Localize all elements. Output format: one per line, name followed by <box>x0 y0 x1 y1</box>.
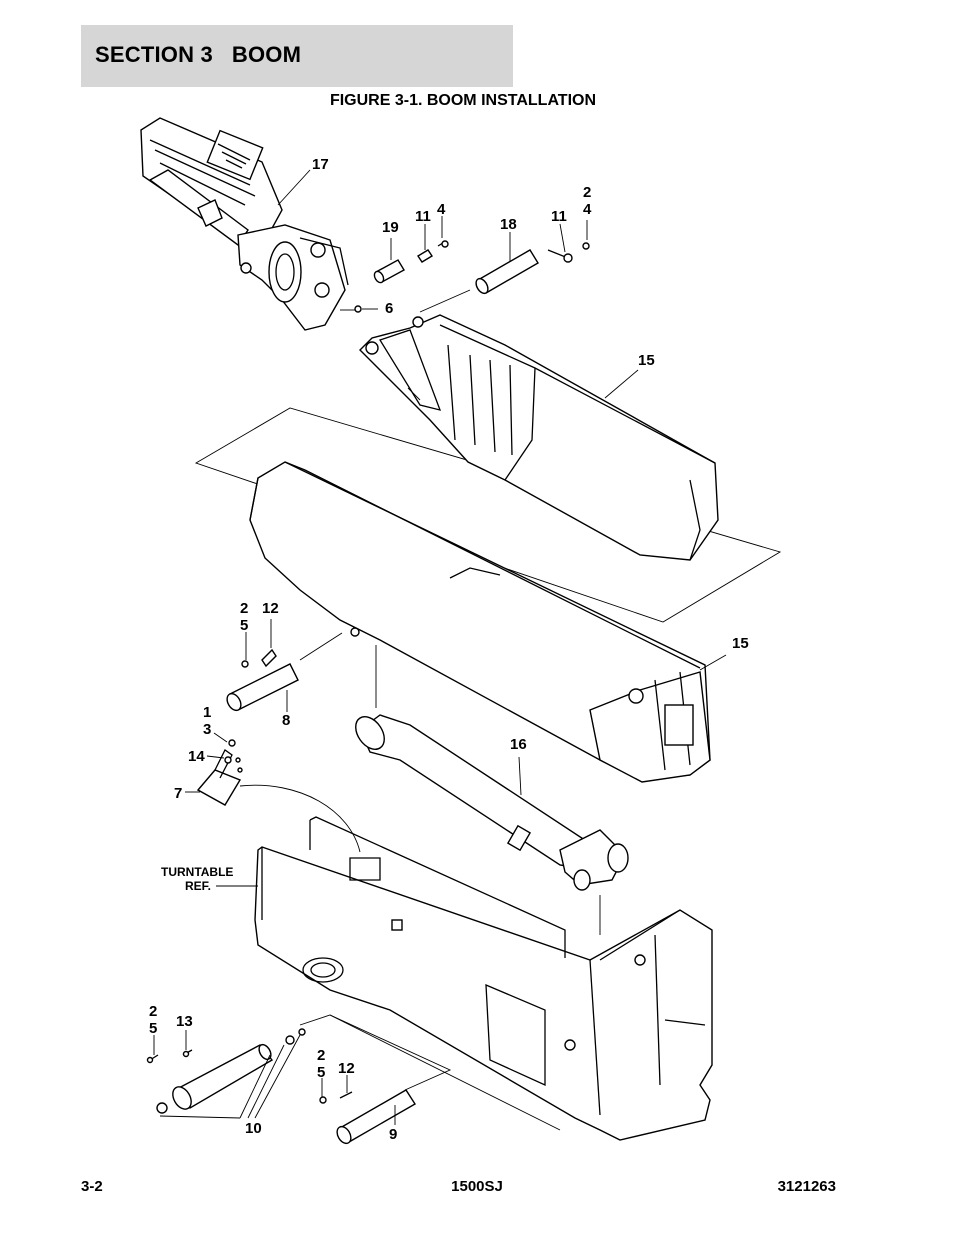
footer-doc-number: 3121263 <box>777 1178 836 1195</box>
callout-labels: 17 2 4 11 4 19 18 11 6 15 2 12 5 15 1 3 … <box>149 156 749 1143</box>
boom-section-15-lower <box>249 461 727 783</box>
bracket-7 <box>196 739 243 806</box>
lower-reference-plane <box>299 1014 561 1131</box>
callout-4-top-left: 4 <box>437 201 446 218</box>
callout-15-upper: 15 <box>638 352 655 369</box>
callout-19: 19 <box>382 219 399 236</box>
callout-3: 3 <box>203 721 211 738</box>
boom-section-15-upper <box>359 289 719 561</box>
callout-12-mid: 12 <box>262 600 279 617</box>
callout-15-lower: 15 <box>732 635 749 652</box>
callout-13: 13 <box>176 1013 193 1030</box>
section-title: SECTION 3 BOOM <box>95 42 302 67</box>
callout-7: 7 <box>174 785 182 802</box>
callout-14: 14 <box>188 748 205 765</box>
pin-19 <box>373 259 405 284</box>
callout-5-lower-mid: 5 <box>317 1064 325 1081</box>
footer-page-number: 3-2 <box>81 1178 103 1195</box>
callout-8: 8 <box>282 712 290 729</box>
callout-2-lower-mid: 2 <box>317 1047 325 1064</box>
callout-10: 10 <box>245 1120 262 1137</box>
footer-model: 1500SJ <box>451 1178 503 1195</box>
callout-12-lower: 12 <box>338 1060 355 1077</box>
pin-8 <box>226 648 299 712</box>
callout-turntable: TURNTABLE <box>161 865 233 879</box>
callout-6: 6 <box>385 300 393 317</box>
jib-assembly <box>140 117 349 331</box>
callout-turntable-ref: REF. <box>185 879 211 893</box>
callout-17: 17 <box>312 156 329 173</box>
master-cylinder-10 <box>146 1028 306 1114</box>
callout-5-lower-left: 5 <box>149 1020 157 1037</box>
callout-5-mid: 5 <box>240 617 248 634</box>
callout-2-top: 2 <box>583 184 591 201</box>
callout-2-mid: 2 <box>240 600 248 617</box>
section-header: SECTION 3 BOOM <box>81 25 513 87</box>
callout-11-left: 11 <box>415 208 431 225</box>
callout-9: 9 <box>389 1126 397 1143</box>
lift-cylinder-16 <box>355 714 629 891</box>
figure-title: FIGURE 3-1. BOOM INSTALLATION <box>329 92 597 109</box>
callout-11-right: 11 <box>551 208 567 225</box>
hardware-11-4-upper-left <box>417 240 449 263</box>
hardware-11-4-upper-right <box>547 242 590 263</box>
pin-9 <box>319 1089 416 1145</box>
callout-2-lower-left: 2 <box>149 1003 157 1020</box>
callout-1: 1 <box>203 704 211 721</box>
turntable <box>216 816 713 1141</box>
callout-18: 18 <box>500 216 517 233</box>
callout-4-top-right: 4 <box>583 201 592 218</box>
pin-18 <box>475 249 539 295</box>
callout-16: 16 <box>510 736 527 753</box>
